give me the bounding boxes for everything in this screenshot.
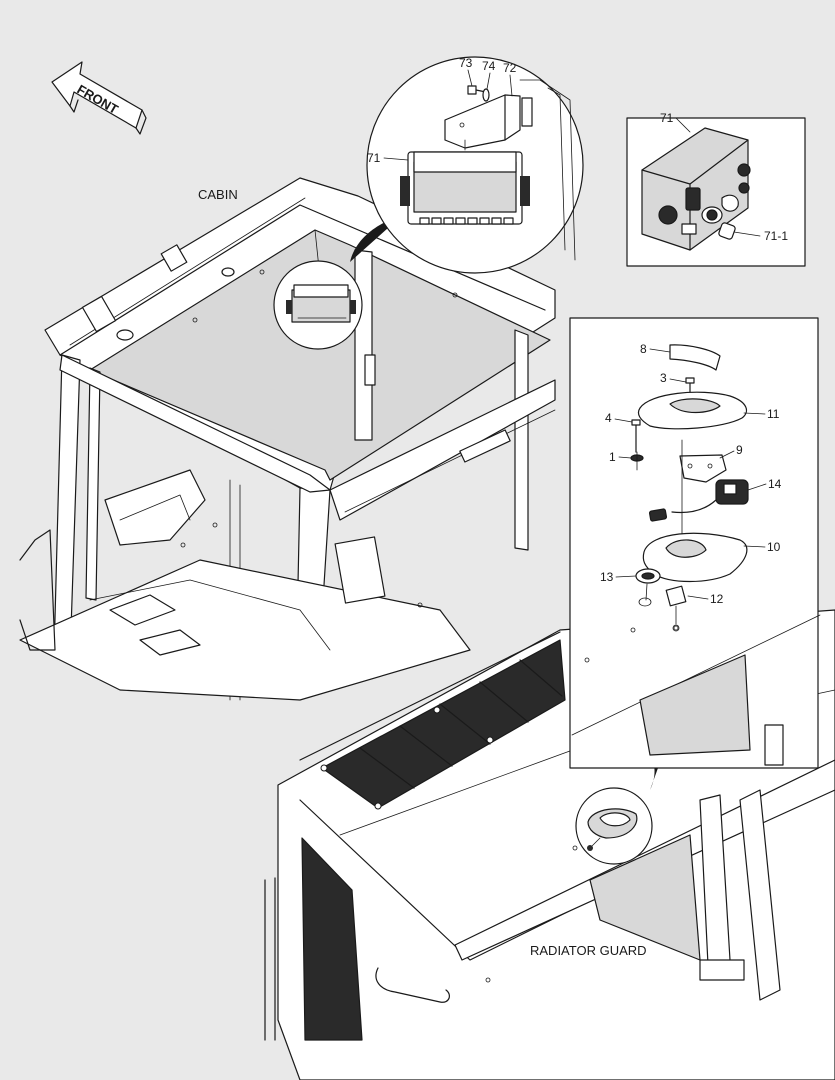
cabin-label: CABIN [198, 187, 238, 202]
callout-71-detail: 71 [367, 151, 381, 165]
callout-3: 3 [660, 371, 667, 385]
callout-1: 1 [609, 450, 616, 464]
callout-72: 72 [503, 61, 517, 75]
radiator-guard-mesh [589, 834, 701, 961]
callout-13: 13 [600, 570, 614, 584]
key-switch-box [626, 117, 806, 267]
callout-12: 12 [710, 592, 724, 606]
front-handle [375, 967, 450, 1003]
radiator-guard-label: RADIATOR GUARD [530, 943, 647, 958]
monitor-detail-view [366, 56, 584, 274]
callout-71-box: 71 [660, 111, 674, 125]
lamp-location-view [575, 787, 653, 865]
callout-74: 74 [482, 59, 496, 73]
callout-10: 10 [767, 540, 781, 554]
callout-8: 8 [640, 342, 647, 356]
callout-9: 9 [736, 443, 743, 457]
callout-14: 14 [768, 477, 782, 491]
top-grille [320, 639, 566, 810]
callout-73: 73 [459, 56, 473, 70]
left-handle [264, 877, 276, 1041]
front-arrow: FRONT [51, 61, 147, 135]
callout-4: 4 [605, 411, 612, 425]
lamp-detail-box [569, 317, 821, 769]
callout-11: 11 [767, 407, 780, 421]
detail-pointer-arrow [350, 218, 395, 262]
monitor-location-view [273, 260, 363, 350]
side-grille [301, 837, 363, 1041]
callout-71-1: 71-1 [764, 229, 788, 243]
monitor-buttons [419, 217, 514, 225]
